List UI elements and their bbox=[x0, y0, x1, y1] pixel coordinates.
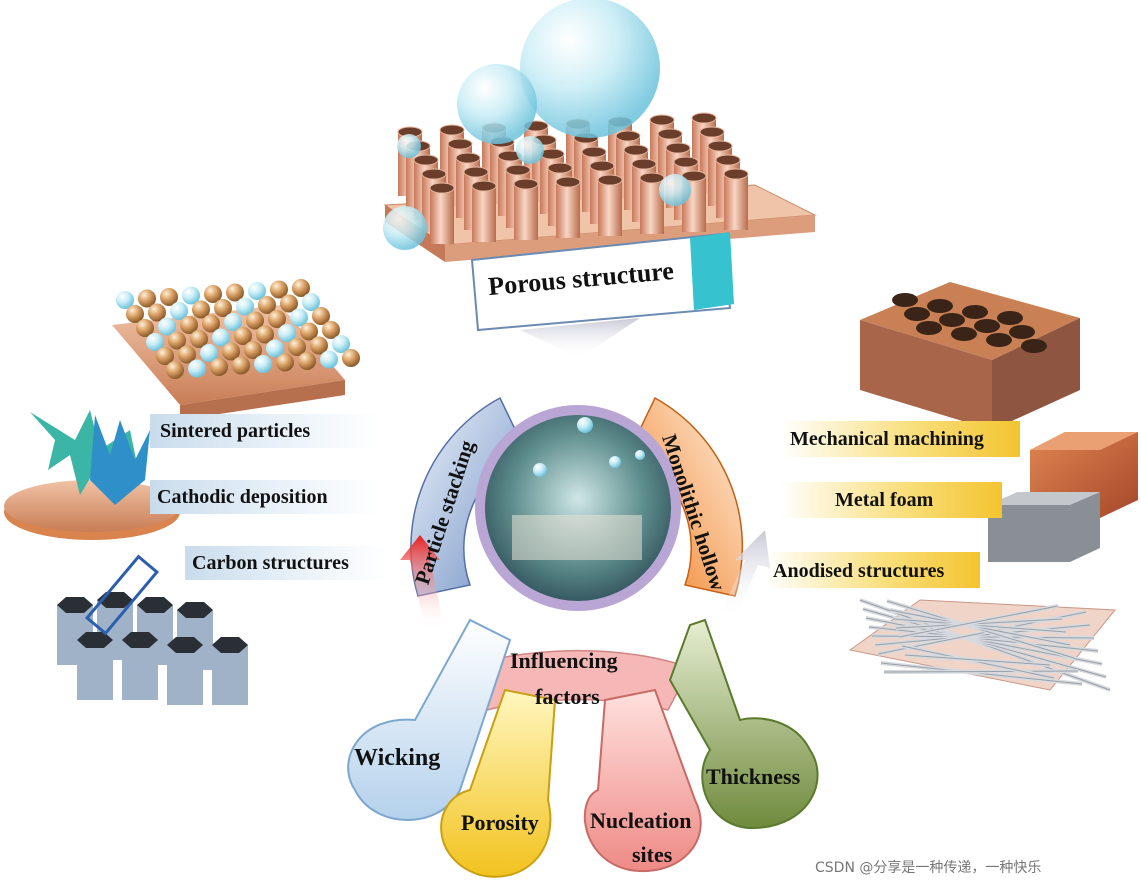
mechanical-machining-label: Mechanical machining bbox=[790, 428, 984, 450]
porosity-label: Porosity bbox=[461, 810, 539, 835]
band-sintered bbox=[150, 414, 380, 448]
red-arrow-icon bbox=[400, 535, 445, 630]
sites-label: sites bbox=[632, 842, 673, 867]
sintered-particles-illustration bbox=[112, 279, 360, 420]
center-scene bbox=[485, 415, 671, 601]
metal-foam-label: Metal foam bbox=[835, 489, 934, 511]
thickness-label: Thickness bbox=[706, 764, 801, 789]
thickness-petal bbox=[668, 618, 819, 830]
cathodic-deposition-label: Cathodic deposition bbox=[157, 486, 328, 508]
band-cathodic bbox=[150, 480, 380, 514]
anodised-structures-label: Anodised structures bbox=[773, 560, 945, 582]
carbon-structures-illustration bbox=[57, 554, 248, 705]
porous-tube-array-illustration bbox=[383, 0, 817, 262]
center-hub bbox=[410, 396, 744, 713]
band-metal-foam bbox=[780, 482, 1002, 518]
porosity-petal bbox=[440, 688, 557, 878]
watermark: CSDN @分享是一种传递，一种快乐 bbox=[815, 860, 1042, 876]
nucleation-petal bbox=[583, 688, 702, 873]
honeycomb-structure-illustration bbox=[860, 282, 1080, 430]
gray-arrow-icon bbox=[722, 530, 770, 620]
wicking-label: Wicking bbox=[354, 745, 441, 771]
small-bubble bbox=[383, 206, 427, 250]
medium-bubble bbox=[457, 64, 537, 144]
large-bubble bbox=[520, 0, 660, 138]
sintered-particles-label: Sintered particles bbox=[160, 420, 311, 442]
factors-label: factors bbox=[535, 684, 600, 709]
influencing-label: Influencing bbox=[510, 648, 618, 673]
band-mechanical bbox=[780, 421, 1020, 457]
porous-structure-label-box bbox=[470, 232, 734, 358]
cathodic-deposition-illustration bbox=[4, 410, 180, 540]
carbon-structures-label: Carbon structures bbox=[192, 552, 349, 574]
wire-mesh-illustration bbox=[848, 598, 1117, 692]
porous-metal-block-illustration bbox=[988, 492, 1100, 562]
band-carbon bbox=[185, 546, 385, 580]
band-anodised bbox=[765, 552, 980, 588]
nucleation-label: Nucleation bbox=[590, 808, 692, 833]
